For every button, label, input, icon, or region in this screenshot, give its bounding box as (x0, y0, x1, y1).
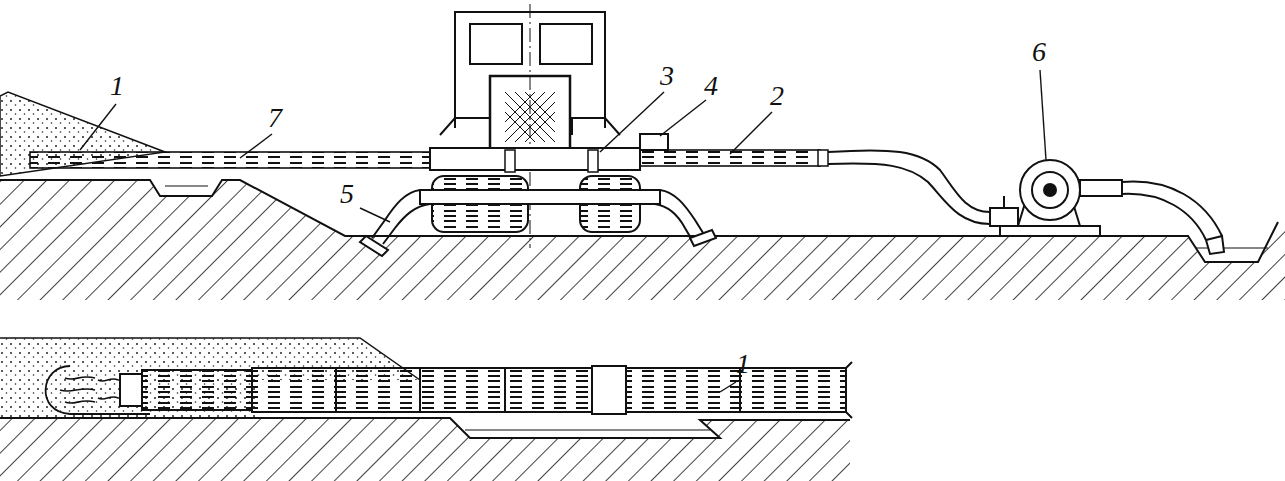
leader-line (720, 382, 736, 392)
callout-number: 2 (770, 82, 784, 110)
machine (360, 4, 820, 256)
pipe-joint (335, 368, 337, 412)
water (465, 429, 710, 430)
support-arm (655, 190, 705, 240)
pipe-joint (419, 368, 421, 412)
suction-hose (1122, 182, 1222, 240)
pipe-section (252, 368, 592, 412)
leader-line (240, 134, 272, 158)
callout-number: 1 (736, 350, 750, 378)
axle (420, 190, 660, 204)
callout-number: 4 (704, 72, 718, 100)
callout-number: 3 (660, 62, 674, 90)
leader-line (360, 208, 390, 222)
pump-casing (1020, 160, 1080, 220)
cab-window (470, 24, 522, 64)
arm-foot (690, 230, 716, 246)
pipe-coupling (592, 366, 626, 414)
callout-number: 5 (340, 180, 354, 208)
pump-inlet (1080, 180, 1122, 196)
leader-line (80, 104, 116, 150)
leader-line (1040, 70, 1046, 160)
callout-number: 7 (268, 104, 282, 132)
hose (828, 150, 990, 212)
slurry-pipe (30, 152, 430, 168)
monitor-body (142, 370, 252, 410)
water-jet (60, 377, 118, 403)
pump-shaft (1043, 183, 1057, 197)
frame (430, 148, 640, 170)
monitor-head (120, 374, 142, 406)
ground-line (0, 418, 850, 438)
leader-line (730, 112, 772, 154)
pump-box (640, 134, 668, 150)
valve-stem (1003, 196, 1005, 208)
suction-end (1206, 236, 1224, 254)
callout-number: 1 (110, 72, 124, 100)
water (1196, 247, 1268, 248)
leader-line (600, 92, 664, 152)
leader-line (660, 100, 706, 136)
coupling (818, 150, 828, 166)
pump-base (1000, 226, 1100, 236)
water (165, 185, 208, 186)
axle-bolt (588, 150, 598, 172)
cab-window (540, 24, 592, 64)
washed-cavity (46, 366, 150, 414)
nozzle-tip (360, 236, 388, 256)
axle-bolt (505, 150, 515, 172)
axis-line (530, 4, 531, 248)
hose (828, 163, 990, 224)
ground-hatch (0, 418, 850, 481)
beam-pipe (640, 150, 820, 166)
ground-hatch (0, 180, 1285, 300)
pipe-joint (504, 368, 506, 412)
pump (990, 160, 1122, 236)
pipe-end (846, 362, 852, 418)
callout-number: 6 (1032, 38, 1046, 66)
pump-outlet (990, 208, 1018, 226)
pump-casing (1032, 172, 1068, 208)
